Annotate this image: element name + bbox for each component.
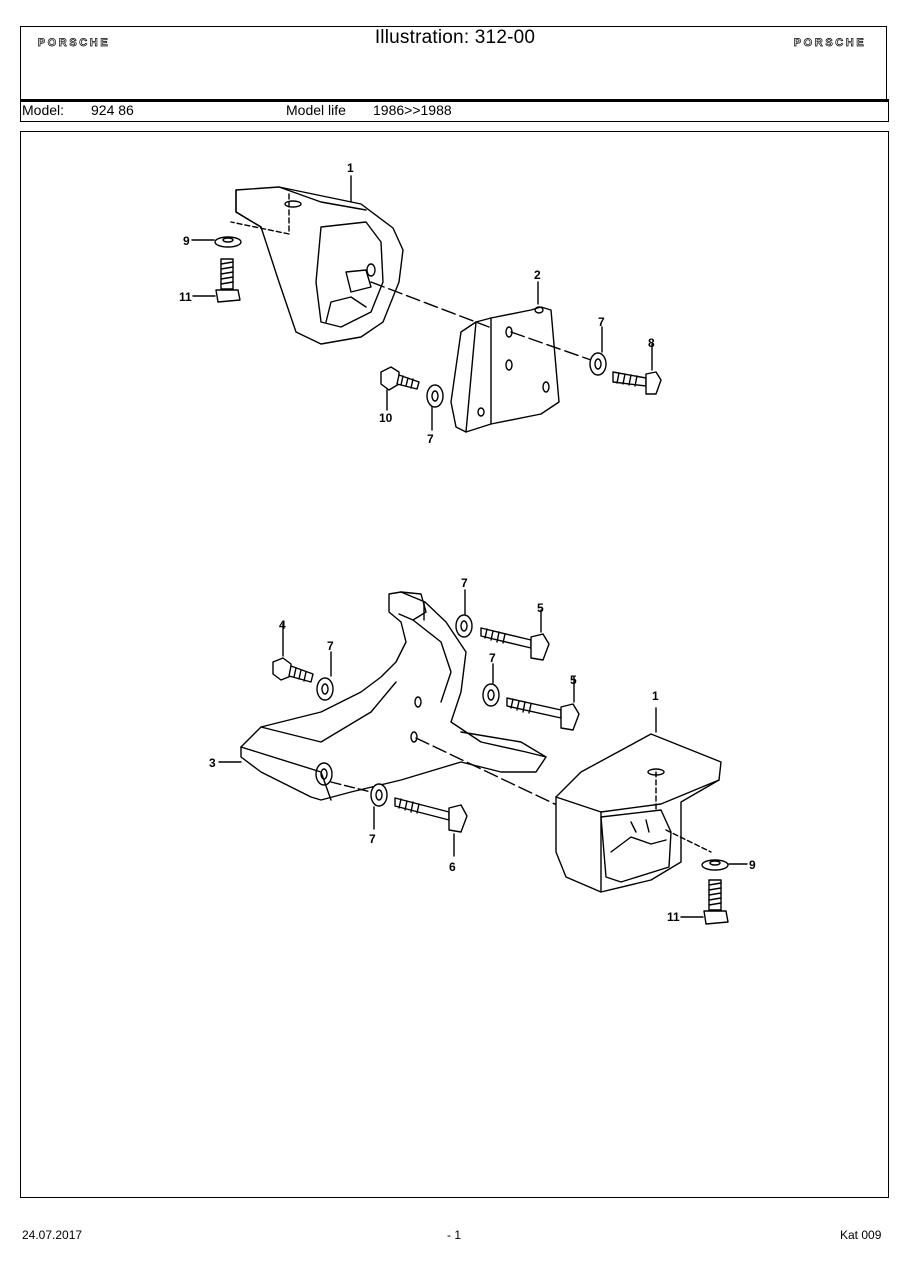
mount-bracket-bottom [555,707,722,893]
header-rule [20,99,889,102]
callout-top-7a: 7 [598,315,605,329]
callout-top-2: 2 [534,268,541,282]
bolt-top-8 [612,343,662,395]
model-label: Model: [22,102,65,118]
model-value: 924 86 [91,102,134,118]
footer-catalog-code: Kat 009 [840,1228,882,1242]
callout-top-9: 9 [183,234,190,248]
washer-bot-9 [701,859,748,871]
illustration-title: Illustration: 312-00 [374,27,536,48]
washer-top-7b [426,384,444,431]
callout-bot-7b: 7 [327,639,334,653]
header-box [20,26,887,99]
washer-top-7a [589,326,607,376]
bolt-bot-6 [394,797,468,857]
callout-bot-1: 1 [652,689,659,703]
washer-top-9 [191,236,242,248]
callout-top-7b: 7 [427,432,434,446]
porsche-logo-right: PORSCHE [793,37,867,48]
callout-bot-3: 3 [209,756,216,770]
bolt-top-11 [192,258,241,303]
bracket-plate-top-2 [370,281,592,433]
porsche-logo-left: PORSCHE [37,37,111,48]
callout-bot-5b: 5 [570,673,577,687]
model-life-label: Model life [286,102,346,118]
mount-bracket-top [230,186,404,345]
callout-top-10: 10 [379,411,393,425]
callout-top-11: 11 [179,290,192,304]
washer-bot-7a [455,589,473,638]
porsche-logo-left-text: PORSCHE [38,37,111,48]
callout-bot-9: 9 [749,858,756,872]
bolt-bot-11 [680,879,729,925]
model-life-value: 1986>>1988 [373,102,452,118]
drawing-frame: 1 2 7 8 9 11 10 7 [20,131,889,1198]
model-row: Model: 924 86 Model life 1986>>1988 [20,102,889,122]
callout-bot-7c: 7 [489,651,496,665]
callout-bot-6: 6 [449,860,456,874]
washer-bot-7d [370,783,388,830]
bolt-bot-4 [272,623,314,683]
exploded-parts-drawing: 1 2 7 8 9 11 10 7 [179,161,756,925]
bolt-bot-5b [506,676,580,731]
callout-bot-11: 11 [667,910,680,924]
washer-bot-7c [482,663,500,707]
callout-bot-7a: 7 [461,576,468,590]
washer-bot-7b [316,651,334,701]
bolt-bot-5a [480,609,550,661]
callout-bot-4: 4 [279,618,286,632]
bolt-top-10 [380,366,420,411]
main-bracket-3 [218,591,562,808]
callout-top-1: 1 [347,161,354,175]
footer-date: 24.07.2017 [22,1228,83,1242]
footer-page-number: - 1 [447,1228,462,1242]
callout-top-8: 8 [648,336,655,350]
porsche-logo-right-text: PORSCHE [794,37,867,48]
callout-bot-5a: 5 [537,601,544,615]
callout-bot-7d: 7 [369,832,376,846]
